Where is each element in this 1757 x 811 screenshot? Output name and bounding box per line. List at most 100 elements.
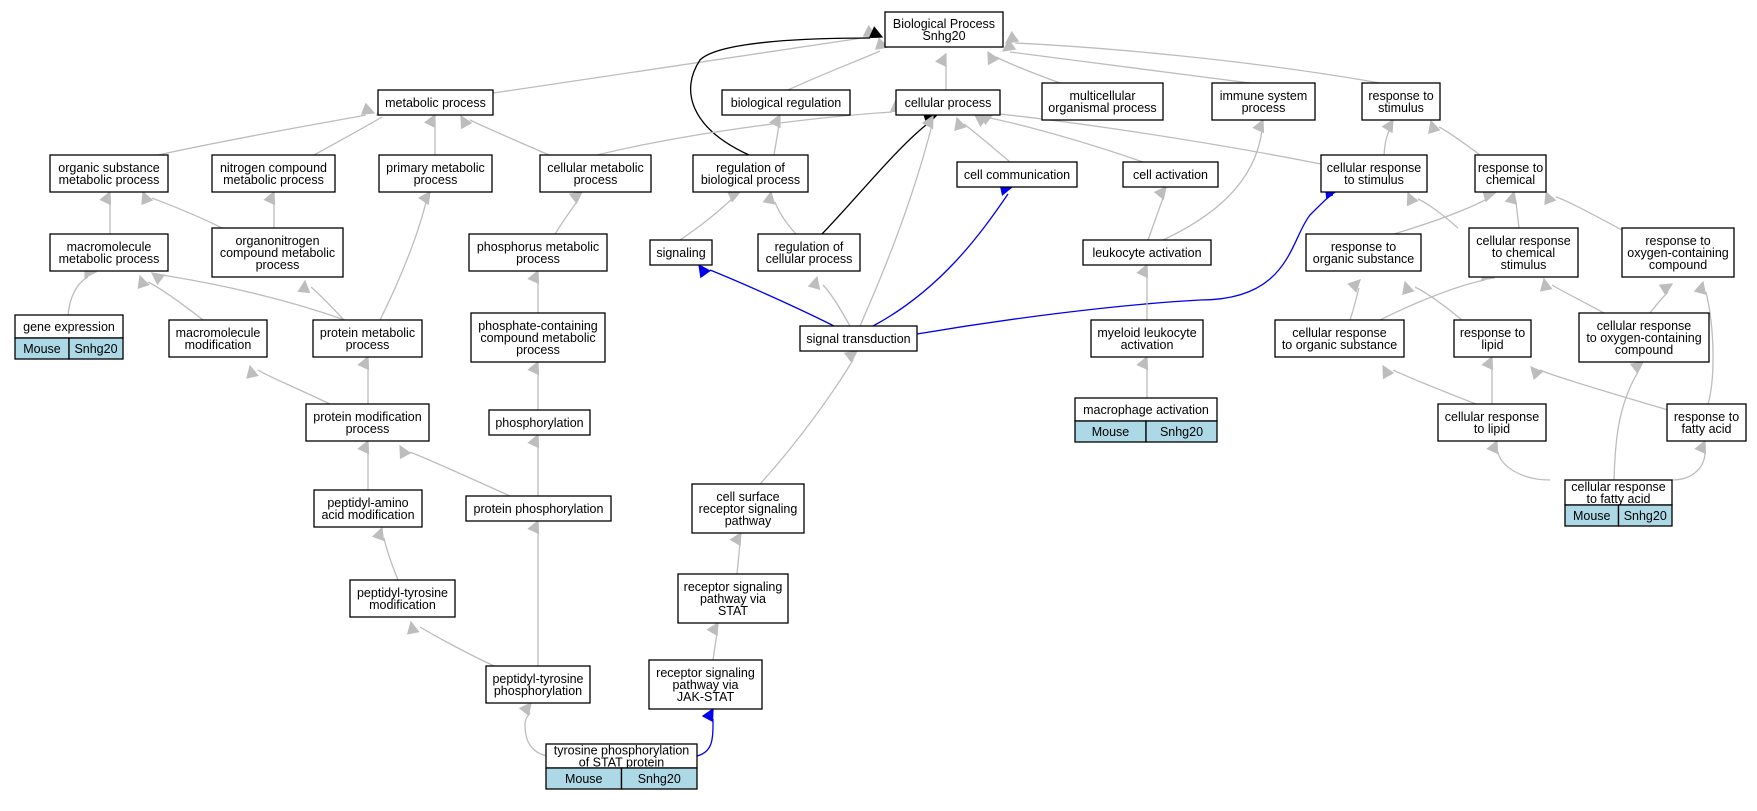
edge-is-a: [310, 286, 345, 321]
go-term-cellact[interactable]: cell activation: [1122, 161, 1219, 188]
term-label-line: phosphorylation: [495, 416, 583, 430]
term-label-line: process: [516, 252, 560, 266]
arrowhead-is-a: [1428, 119, 1441, 134]
species-label: Mouse: [565, 772, 603, 786]
term-box: [1090, 319, 1204, 358]
term-box: [211, 227, 344, 278]
term-label-line: organic substance: [1313, 252, 1415, 266]
term-label-line: multicellular: [1070, 89, 1136, 103]
term-label-line: primary metabolic: [386, 161, 485, 175]
arrowhead-positively-regulates: [698, 263, 711, 279]
arrowhead-is-a: [1504, 190, 1518, 205]
go-term-phosphorylation[interactable]: phosphorylation: [488, 409, 591, 436]
edge-is-a: [313, 116, 383, 156]
term-label-line: stimulus: [1501, 258, 1547, 272]
edge-positively-regulates: [872, 193, 1009, 327]
arrowhead-is-a: [357, 439, 370, 455]
edge-is-a: [822, 284, 851, 327]
term-box: [465, 495, 612, 522]
term-label-line: cellular response: [1597, 319, 1692, 333]
edge-is-a: [383, 537, 399, 581]
term-box: [168, 319, 268, 358]
term-label-line: cellular response: [1445, 410, 1540, 424]
term-box: [1578, 312, 1710, 363]
go-term-leukact[interactable]: leukocyte activation: [1082, 239, 1212, 266]
term-box: [1361, 82, 1441, 121]
arrowhead-is-a: [1347, 279, 1361, 293]
term-label-line: response to: [1478, 161, 1543, 175]
term-label-line: process: [346, 422, 390, 436]
go-term-sigtrans[interactable]: signal transduction: [799, 325, 918, 352]
arrowhead-is-a: [150, 272, 166, 286]
edge-is-a: [995, 56, 1061, 84]
arrowhead-is-a: [1252, 118, 1265, 134]
go-term-cellproc[interactable]: cellular process: [895, 89, 1001, 116]
arrowhead-is-a: [729, 531, 742, 547]
term-label-line: to chemical: [1492, 246, 1555, 260]
term-label-line: process: [346, 338, 390, 352]
term-label-line: leukocyte activation: [1092, 246, 1201, 260]
go-term-cellcomm[interactable]: cell communication: [956, 161, 1078, 188]
go-term-signaling[interactable]: signaling: [649, 239, 713, 266]
term-box: [1453, 319, 1532, 358]
go-term-protphos[interactable]: protein phosphorylation: [465, 495, 612, 522]
term-label-line: pathway via: [672, 678, 738, 692]
term-label-line: process: [256, 258, 300, 272]
edge-is-a: [679, 197, 734, 241]
edge-is-a: [161, 274, 346, 321]
edge-is-a: [469, 119, 550, 156]
go-term-bioreg[interactable]: biological regulation: [721, 89, 851, 116]
term-box: [692, 154, 809, 193]
term-label-line: myeloid leukocyte: [1097, 326, 1196, 340]
term-label-line: chemical: [1486, 173, 1535, 187]
edge-positively-regulates: [696, 719, 714, 757]
species-label: Mouse: [1573, 509, 1611, 523]
go-term-metabolic[interactable]: metabolic process: [377, 89, 494, 116]
term-label-line: signaling: [656, 246, 705, 260]
term-label-line: peptidyl-tyrosine: [357, 586, 448, 600]
edge-is-a: [492, 36, 870, 94]
edge-is-a: [773, 124, 780, 156]
term-label-line: signal transduction: [806, 332, 910, 346]
term-label-line: modification: [369, 598, 436, 612]
